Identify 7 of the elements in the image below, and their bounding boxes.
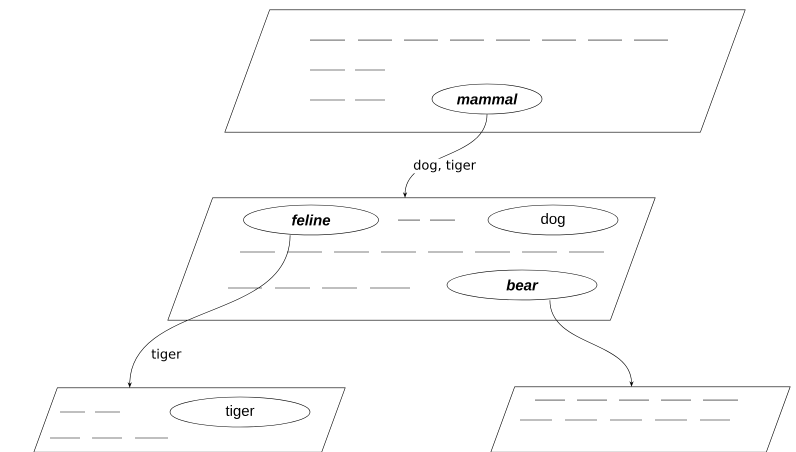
ellipse-label: bear <box>446 270 598 300</box>
edge-label: dog, tiger <box>412 158 477 174</box>
ellipse-label: feline <box>243 204 379 236</box>
ellipse-label: dog <box>488 204 618 236</box>
edge-label: tiger <box>150 348 182 362</box>
ellipse-label: mammal <box>432 84 542 114</box>
ellipse-label: tiger <box>170 396 310 428</box>
